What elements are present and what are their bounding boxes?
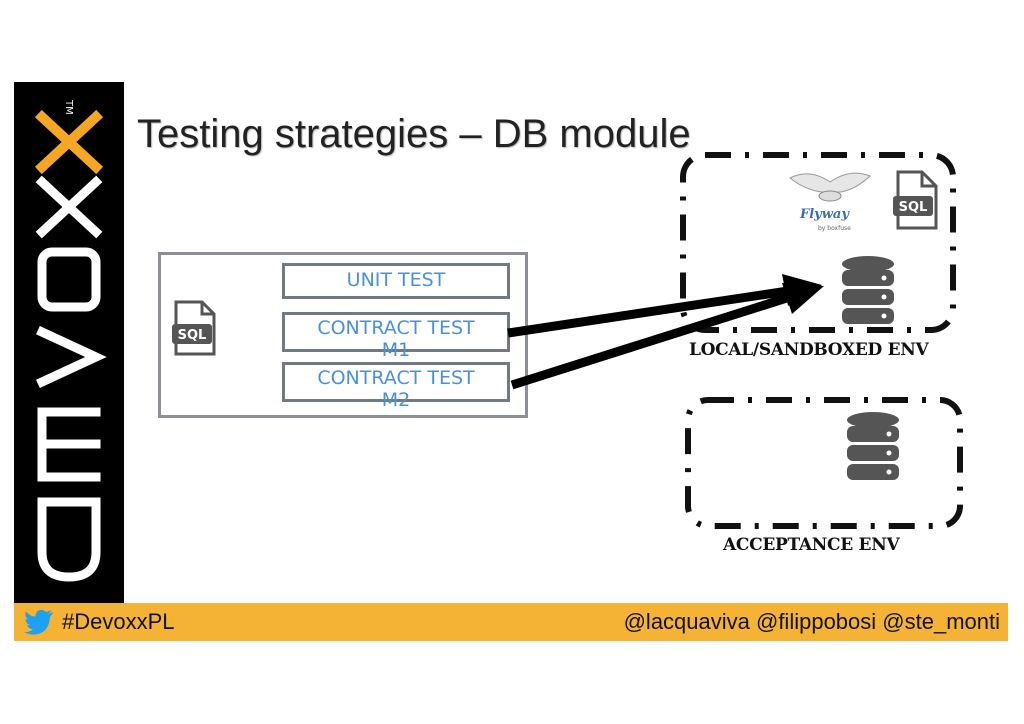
- acceptance-env-label: ACCEPTANCE ENV: [723, 535, 900, 555]
- unit-test-box: UNIT TEST: [282, 263, 510, 299]
- local-sql-file-icon: SQL: [893, 170, 938, 230]
- footer-bar: #DevoxxPL @lacquaviva @filippobosi @ste_…: [14, 603, 1008, 641]
- local-database-icon: [842, 256, 894, 324]
- sql-file-icon: SQL: [172, 300, 216, 356]
- contract-test-m1-box: CONTRACT TEST M1: [282, 312, 510, 361]
- svg-text:SQL: SQL: [178, 328, 207, 343]
- acceptance-env-box: [685, 397, 963, 529]
- speaker-handles: @lacquaviva @filippobosi @ste_monti: [623, 609, 1000, 634]
- slide-title: Testing strategies – DB module: [137, 112, 691, 156]
- local-env-box: [680, 152, 956, 333]
- local-env-label: LOCAL/SANDBOXED ENV: [689, 340, 929, 360]
- devoxx-sidebar: TM: [14, 82, 124, 604]
- svg-text:SQL: SQL: [899, 200, 928, 215]
- unit-test-label: UNIT TEST: [346, 269, 446, 291]
- hashtag-text: #DevoxxPL: [62, 609, 175, 634]
- acceptance-database-icon: [847, 412, 899, 480]
- contract-test-m2-box: CONTRACT TEST M2: [282, 362, 510, 411]
- devoxx-logo: TM: [34, 99, 107, 582]
- arrow-m2-to-local-db: [510, 283, 824, 390]
- trademark-mark: TM: [63, 99, 74, 115]
- contract-test-m2-line2: M2: [381, 389, 411, 411]
- contract-test-m1-line1: CONTRACT TEST: [317, 317, 475, 339]
- svg-text:by boxfuse: by boxfuse: [818, 225, 851, 232]
- twitter-icon: [24, 609, 53, 635]
- svg-text:Flyway: Flyway: [799, 207, 850, 222]
- contract-test-m2-line1: CONTRACT TEST: [317, 367, 475, 389]
- flyway-logo-icon: Flyway by boxfuse: [789, 172, 871, 232]
- contract-test-m1-line2: M1: [381, 339, 411, 361]
